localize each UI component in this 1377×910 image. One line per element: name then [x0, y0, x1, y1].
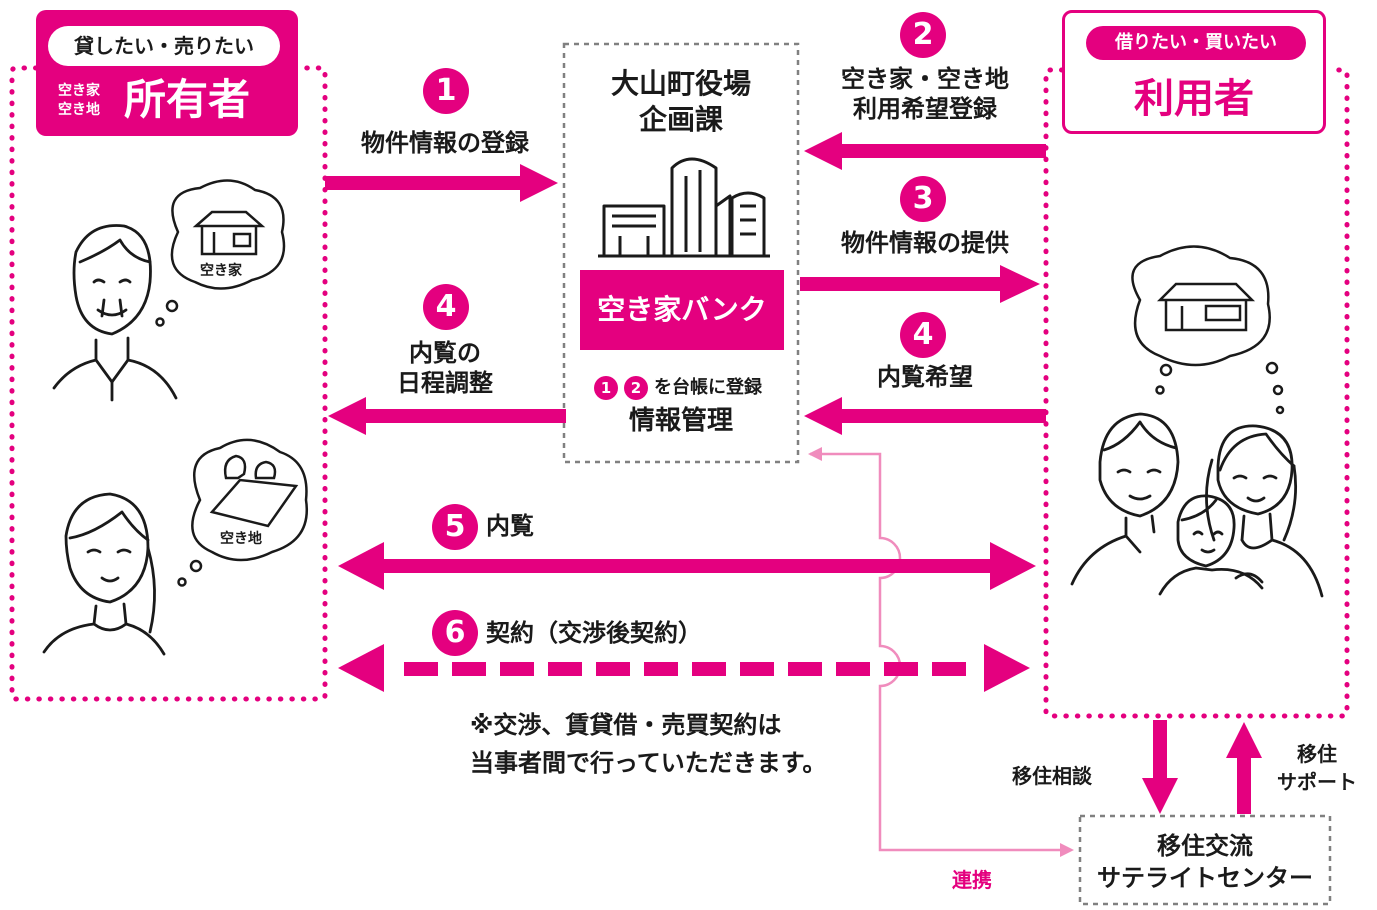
owner-man-illustration: [52, 224, 178, 402]
akiya-bank-label: 空き家バンク: [580, 270, 784, 350]
arrow-step4-right: [804, 397, 1046, 435]
owner-region-frame: [9, 65, 328, 702]
office-title: 大山町役場 企画課: [564, 66, 798, 138]
arrow-step3: [800, 265, 1040, 303]
owner-woman-illustration: [42, 492, 166, 656]
bubble-land-label: 空き地: [220, 531, 262, 547]
arrow-step1: [325, 164, 558, 202]
step5-badge: 5: [432, 504, 478, 550]
building-icon: [598, 157, 770, 258]
step2-label: 空き家・空き地 利用希望登録: [810, 64, 1040, 124]
owner-land-bubble: [177, 438, 309, 587]
step3-label: 物件情報の提供: [841, 229, 1009, 257]
owner-house-bubble: [155, 179, 286, 327]
ledger-number-2: 2: [624, 376, 648, 400]
arrow-support-up: [1226, 722, 1262, 814]
office-frame: [562, 42, 800, 464]
step6-badge: 6: [432, 610, 478, 656]
step4-left-badge: 4: [423, 284, 469, 330]
note-line1: ※交渉、賃貸借・売買契約は: [470, 711, 782, 739]
user-region-frame: [1043, 67, 1350, 719]
bubble-house-label: 空き家: [200, 263, 242, 279]
arrow-step4-left: [328, 397, 566, 435]
owner-pill-label: 貸したい・売りたい: [48, 26, 280, 66]
owner-sub-label: 空き家 空き地: [58, 82, 100, 120]
office-title-line1: 大山町役場: [610, 67, 751, 100]
link-arrowhead-top: [808, 447, 822, 461]
satellite-line2: サテライトセンター: [1097, 864, 1313, 892]
link-arrowhead-right: [1060, 843, 1074, 857]
office-title-line2: 企画課: [638, 103, 723, 136]
arrow-step2: [804, 132, 1046, 170]
step1-label: 物件情報の登録: [361, 129, 529, 157]
owner-sub-line1: 空き家: [58, 83, 100, 99]
step4-right-label: 内覧希望: [877, 363, 973, 391]
ledger-text: を台帳に登録: [654, 377, 762, 398]
renkei-label: 連携: [952, 868, 992, 892]
support-line2: サポート: [1277, 770, 1357, 794]
step2-badge: 2: [900, 12, 946, 58]
ledger-number-1: 1: [594, 376, 618, 400]
consult-label: 移住相談: [1012, 764, 1092, 788]
arrow-step6: [338, 644, 1030, 692]
user-pill-label: 借りたい・買いたい: [1086, 26, 1306, 60]
arrow-step5: [338, 542, 1036, 590]
note-text: ※交渉、賃貸借・売買契約は 当事者間で行っていただきます。: [470, 706, 826, 782]
user-title: 利用者: [1134, 76, 1254, 122]
step4-left-label: 内覧の 日程調整: [330, 338, 560, 398]
satellite-line1: 移住交流: [1157, 832, 1253, 860]
user-family-illustration: [1070, 412, 1324, 598]
arrow-consult-down: [1142, 720, 1178, 814]
satellite-frame: [1078, 814, 1332, 906]
step1-badge: 1: [423, 68, 469, 114]
support-label: 移住 サポート: [1262, 740, 1372, 796]
step4-left-line2: 日程調整: [397, 369, 493, 397]
step4-left-line1: 内覧の: [409, 339, 481, 367]
step4-right-badge: 4: [900, 312, 946, 358]
satellite-center-label: 移住交流 サテライトセンター: [1080, 830, 1330, 894]
user-house-bubble: [1131, 245, 1285, 415]
step3-badge: 3: [900, 176, 946, 222]
owner-sub-line2: 空き地: [58, 102, 100, 118]
support-line1: 移住: [1297, 742, 1337, 766]
step6-label: 契約（交渉後契約）: [486, 619, 702, 647]
step2-line2: 利用希望登録: [853, 95, 997, 123]
owner-title: 所有者: [124, 75, 251, 124]
step5-label: 内覧: [486, 512, 534, 540]
info-management-label: 情報管理: [628, 406, 733, 436]
link-line: [810, 452, 1066, 852]
step2-line1: 空き家・空き地: [841, 65, 1009, 93]
note-line2: 当事者間で行っていただきます。: [470, 749, 827, 777]
